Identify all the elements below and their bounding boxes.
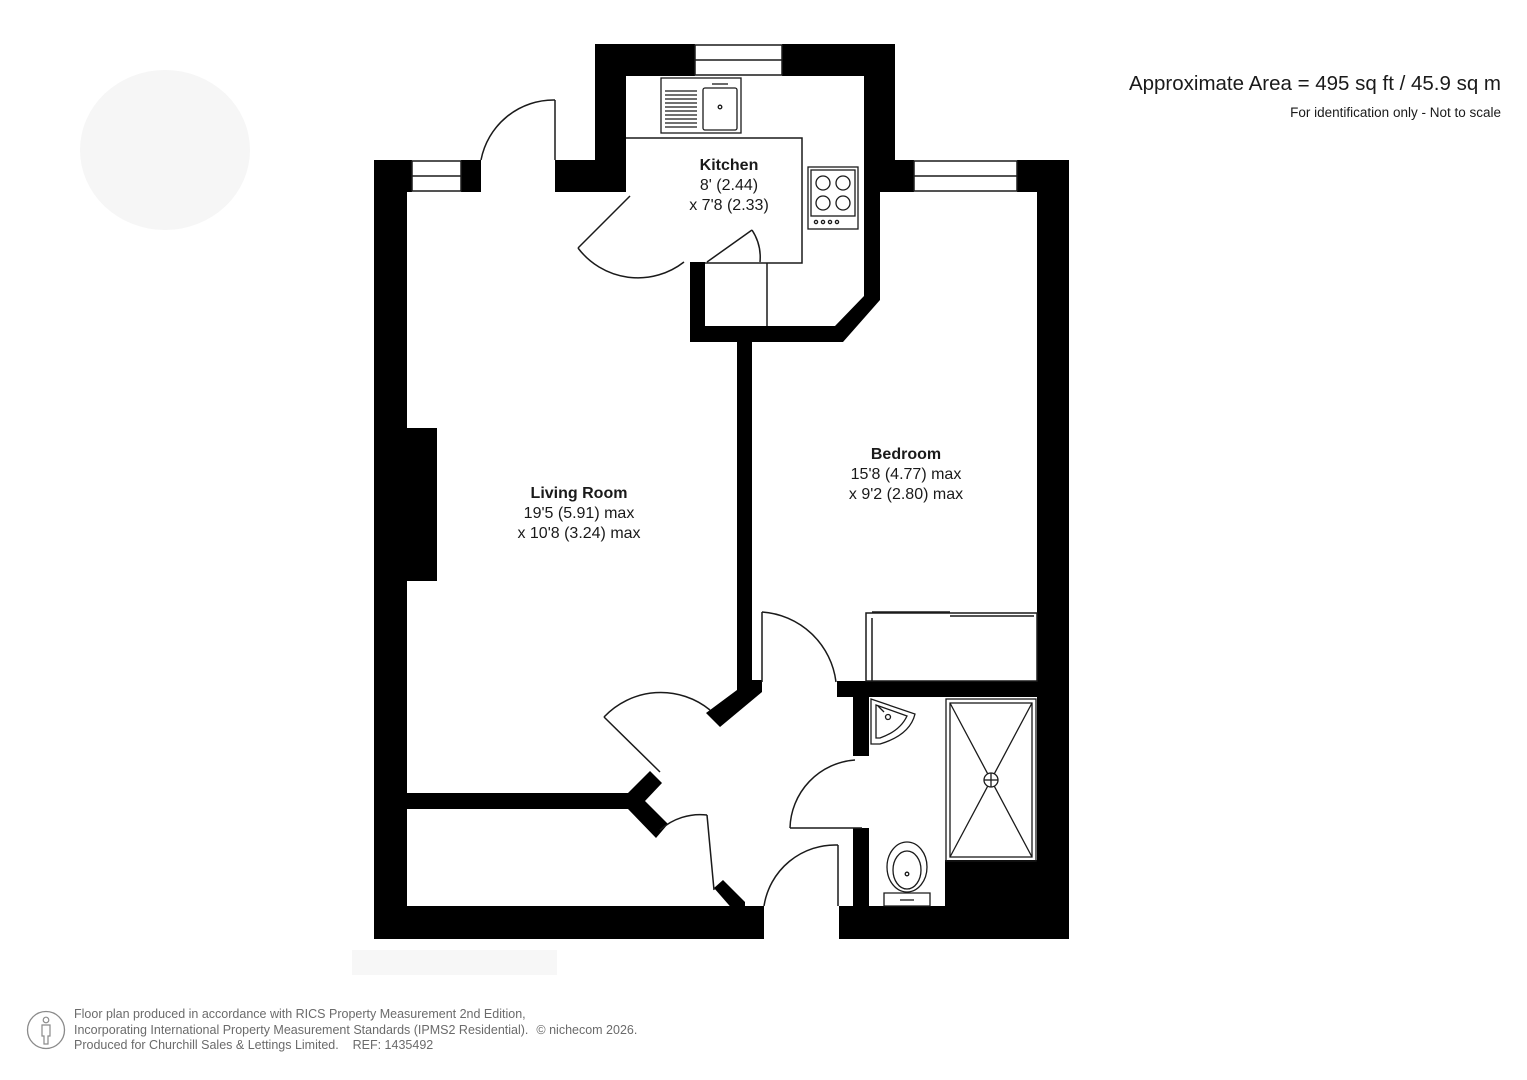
door-swing <box>480 99 556 161</box>
door-leaf <box>577 195 631 249</box>
door-swing <box>577 247 685 279</box>
wall-living-lower <box>405 793 633 809</box>
area-note: For identification only - Not to scale <box>1290 105 1501 120</box>
room-name: Bedroom <box>870 446 942 463</box>
room-name: Living Room <box>530 485 628 502</box>
wall-living-top-b <box>461 160 481 192</box>
faint-mark <box>352 950 557 975</box>
door-swing <box>603 691 711 718</box>
fittings <box>480 99 1038 907</box>
room-dimension: 15'8 (4.77) max <box>850 466 962 483</box>
footer-line: Floor plan produced in accordance with R… <box>74 1007 526 1021</box>
footer-line: Incorporating International Property Mea… <box>74 1022 529 1037</box>
door-swing <box>751 229 761 263</box>
wall-living-top-a <box>374 160 412 192</box>
wall-bath-lower-left <box>853 828 869 938</box>
wall-spine <box>737 340 752 690</box>
footer-line: Produced for Churchill Sales & Lettings … <box>74 1038 434 1052</box>
room-label-living-room: Living Room 19'5 (5.91) max x 10'8 (3.24… <box>517 484 640 544</box>
chimney-breast <box>405 428 437 581</box>
toilet-icon <box>883 841 931 907</box>
door-swing <box>761 611 837 683</box>
wall-spine-foot <box>706 680 762 727</box>
door-leaf <box>706 229 753 263</box>
copyright: © nichecom 2026. <box>536 1022 638 1037</box>
windows <box>411 44 1018 192</box>
wall-left <box>374 160 407 939</box>
basin-icon <box>870 698 916 745</box>
wall-living-lower-corner <box>628 771 668 838</box>
door-leaf <box>603 716 661 773</box>
wall-kitchen-top-a <box>595 44 695 76</box>
wall-bath-corner <box>945 860 1069 939</box>
faint-mark <box>80 70 250 230</box>
shower-drain-icon <box>983 772 999 788</box>
room-dimension: x 9'2 (2.80) max <box>848 486 964 503</box>
wall-kitchen-lower <box>690 190 880 342</box>
hob-icon <box>807 166 859 230</box>
door-swing <box>659 813 708 831</box>
room-name: Kitchen <box>699 157 759 174</box>
door-leaf <box>706 814 715 891</box>
room-dimension: x 7'8 (2.33) <box>689 197 769 214</box>
door-swing <box>763 844 839 907</box>
person-icon <box>26 1010 66 1050</box>
wall-bath-top <box>837 681 1069 697</box>
wall-entrance-jamb <box>714 880 745 912</box>
walls <box>374 44 1069 939</box>
sink-icon <box>660 77 742 134</box>
kitchen-counter <box>626 137 803 264</box>
room-dimension: 8' (2.44) <box>699 177 759 194</box>
wardrobe <box>865 612 1038 682</box>
room-label-bedroom: Bedroom 15'8 (4.77) max x 9'2 (2.80) max <box>849 445 963 505</box>
footer-notes: Floor plan produced in accordance with R… <box>74 1007 637 1054</box>
room-label-kitchen: Kitchen 8' (2.44) x 7'8 (2.33) <box>689 156 769 216</box>
wall-bedroom-top-a <box>864 160 914 192</box>
area-title: Approximate Area = 495 sq ft / 45.9 sq m <box>1128 72 1501 95</box>
room-dimension: x 10'8 (3.24) max <box>517 525 641 542</box>
room-dimension: 19'5 (5.91) max <box>523 505 635 522</box>
wall-bath-left <box>853 681 869 756</box>
wall-bottom-left <box>374 906 764 939</box>
door-swing <box>789 759 856 829</box>
wall-right <box>1037 160 1069 939</box>
